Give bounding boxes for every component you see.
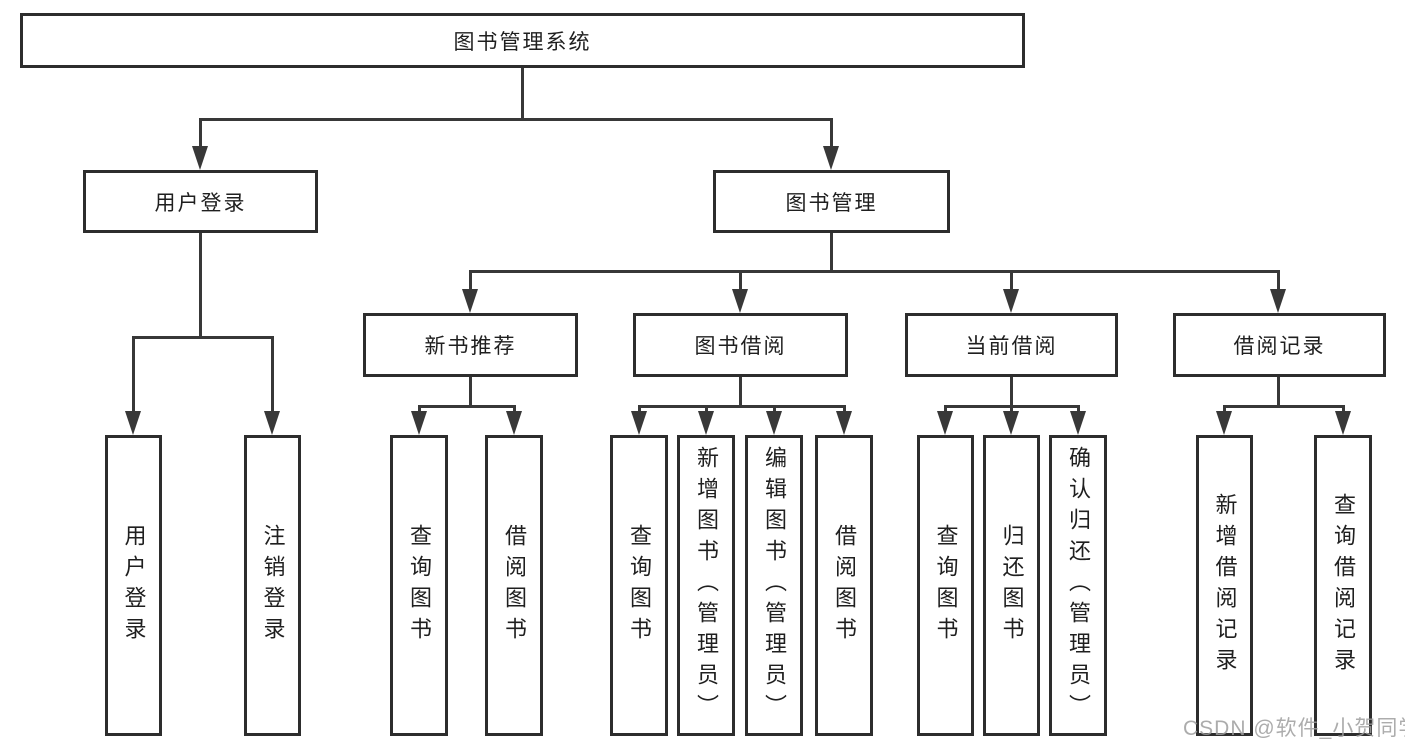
arrow-down-icon	[1003, 411, 1019, 435]
connector-line	[1277, 270, 1280, 294]
connector-line	[830, 233, 833, 273]
node-borrowing-records: 借阅记录	[1173, 313, 1386, 377]
connector-line	[843, 405, 846, 415]
connector-line	[638, 405, 846, 408]
arrow-down-icon	[264, 411, 280, 435]
connector-line	[418, 405, 516, 408]
arrow-down-icon	[732, 289, 748, 313]
connector-line	[469, 270, 472, 294]
connector-line	[739, 270, 742, 294]
connector-line	[1077, 405, 1080, 415]
connector-line	[199, 233, 202, 339]
connector-line	[469, 377, 472, 408]
node-current-borrowing: 当前借阅	[905, 313, 1118, 377]
connector-line	[944, 405, 947, 415]
node-book-management: 图书管理	[713, 170, 950, 233]
node-library-management-system: 图书管理系统	[20, 13, 1025, 68]
connector-line	[1342, 405, 1345, 415]
arrow-down-icon	[1003, 289, 1019, 313]
leaf-query-books-recommend: 查询图书	[390, 435, 448, 736]
arrow-down-icon	[766, 411, 782, 435]
csdn-watermark: CSDN @软件_小贺同学	[1183, 717, 1405, 740]
arrow-down-icon	[506, 411, 522, 435]
connector-line	[1010, 377, 1013, 408]
connector-line	[1223, 405, 1345, 408]
leaf-query-borrow-record: 查询借阅记录	[1314, 435, 1372, 736]
leaf-query-books-borrowing: 查询图书	[610, 435, 668, 736]
connector-line	[1277, 377, 1280, 408]
arrow-down-icon	[1335, 411, 1351, 435]
leaf-borrow-books-recommend: 借阅图书	[485, 435, 543, 736]
arrow-down-icon	[1270, 289, 1286, 313]
connector-line	[739, 377, 742, 408]
connector-line	[132, 336, 274, 339]
leaf-add-borrow-record: 新增借阅记录	[1196, 435, 1253, 736]
leaf-user-login: 用户登录	[105, 435, 162, 736]
connector-line	[1010, 270, 1013, 294]
connector-line	[705, 405, 708, 415]
leaf-add-books-admin: 新增图书（管理员）	[677, 435, 735, 736]
connector-line	[271, 336, 274, 415]
arrow-down-icon	[192, 146, 208, 170]
connector-line	[469, 270, 1280, 273]
connector-line	[132, 336, 135, 415]
connector-line	[513, 405, 516, 415]
node-book-borrowing: 图书借阅	[633, 313, 848, 377]
node-new-book-recommend: 新书推荐	[363, 313, 578, 377]
connector-line	[521, 68, 524, 121]
leaf-edit-books-admin: 编辑图书（管理员）	[745, 435, 803, 736]
arrow-down-icon	[937, 411, 953, 435]
arrow-down-icon	[823, 146, 839, 170]
connector-line	[638, 405, 641, 415]
leaf-confirm-return-admin: 确认归还（管理员）	[1049, 435, 1107, 736]
connector-line	[830, 118, 833, 151]
leaf-logout: 注销登录	[244, 435, 301, 736]
arrow-down-icon	[411, 411, 427, 435]
connector-line	[773, 405, 776, 415]
connector-line	[1223, 405, 1226, 415]
leaf-return-books: 归还图书	[983, 435, 1040, 736]
leaf-borrow-books: 借阅图书	[815, 435, 873, 736]
arrow-down-icon	[836, 411, 852, 435]
arrow-down-icon	[1216, 411, 1232, 435]
node-user-login: 用户登录	[83, 170, 318, 233]
arrow-down-icon	[698, 411, 714, 435]
leaf-query-books-current: 查询图书	[917, 435, 974, 736]
arrow-down-icon	[462, 289, 478, 313]
connector-line	[199, 118, 202, 151]
connector-line	[1010, 405, 1013, 415]
arrow-down-icon	[631, 411, 647, 435]
connector-line	[418, 405, 421, 415]
arrow-down-icon	[125, 411, 141, 435]
arrow-down-icon	[1070, 411, 1086, 435]
connector-line	[199, 118, 832, 121]
